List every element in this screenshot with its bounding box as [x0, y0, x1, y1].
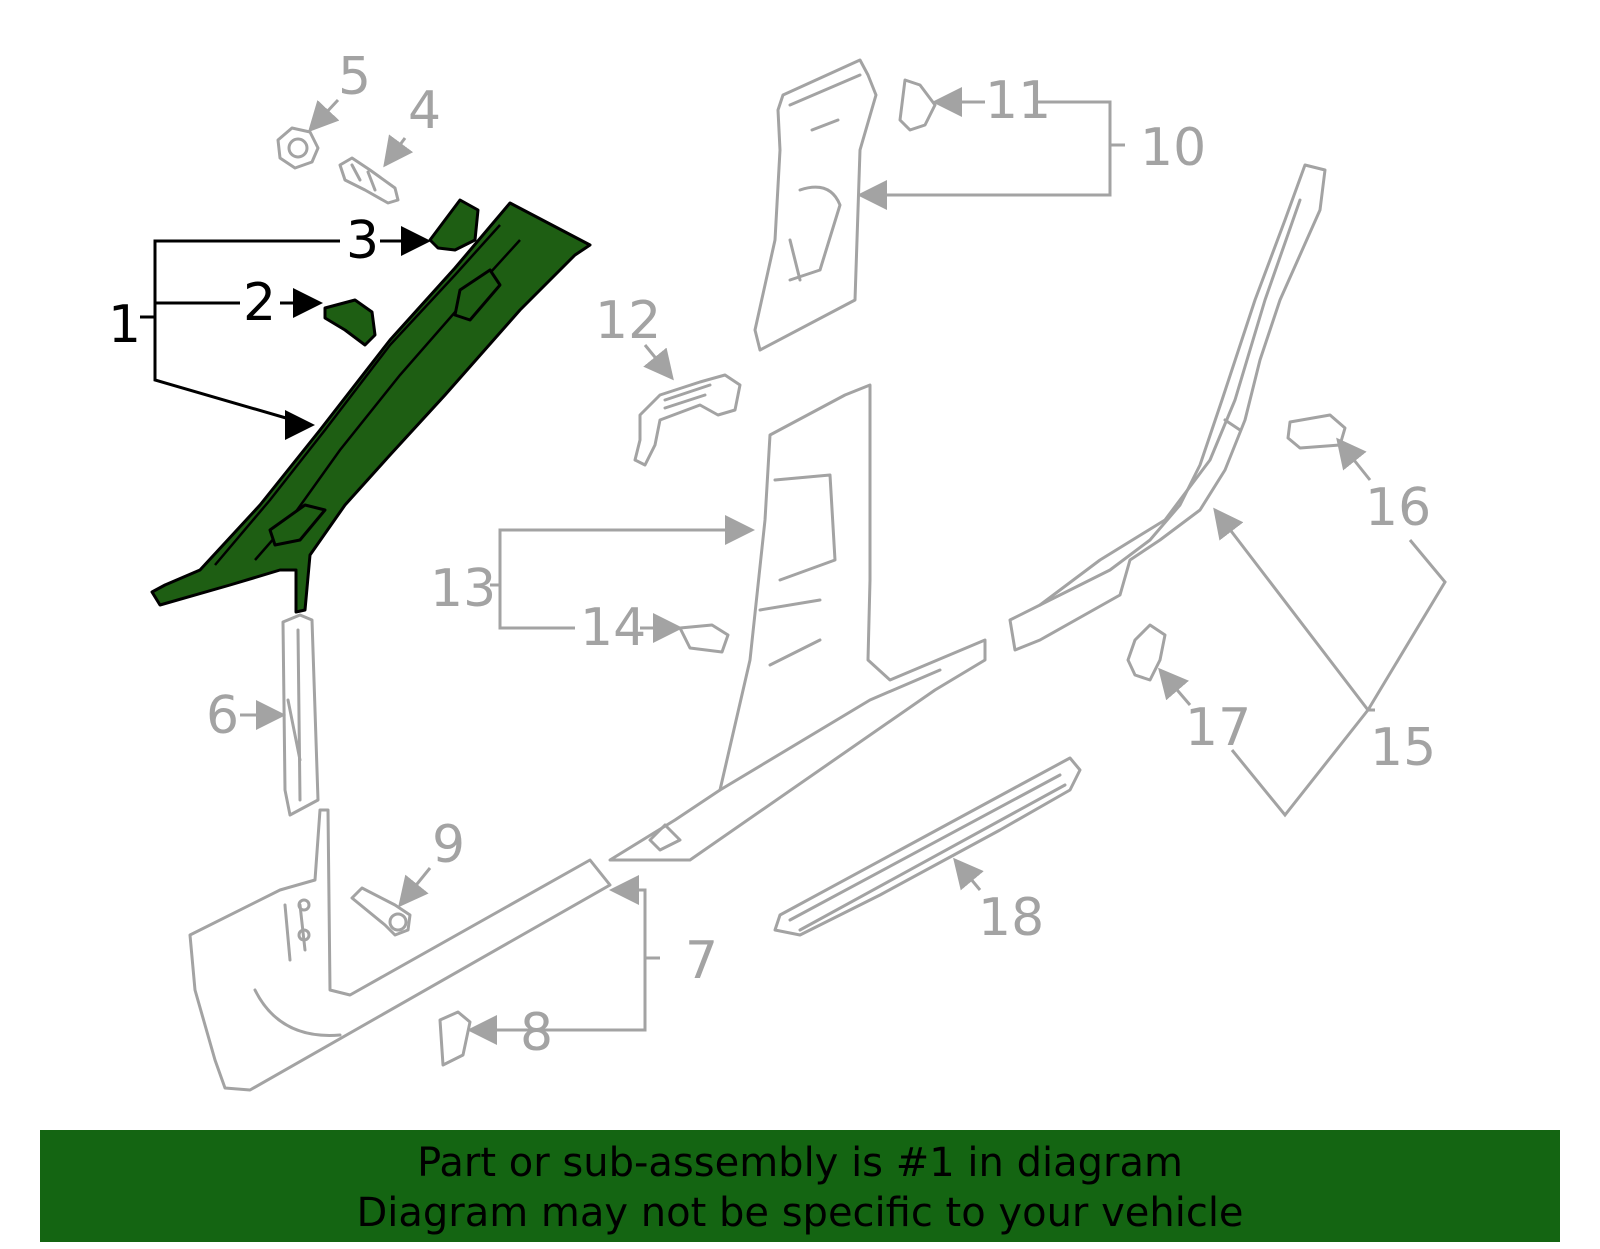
b-pillar-lower-trim-part-13[interactable] [608, 383, 987, 862]
leader-13 [490, 515, 755, 587]
banner-line-1: Part or sub-assembly is #1 in diagram [417, 1140, 1183, 1186]
callout-9: 9 [432, 815, 465, 875]
callout-12: 12 [595, 291, 661, 351]
clip-part-14[interactable] [678, 623, 730, 654]
leader-16 [1336, 437, 1372, 481]
banner-line-2: Diagram may not be specific to your vehi… [356, 1190, 1244, 1236]
clip-part-17[interactable] [1126, 623, 1167, 682]
callout-7: 7 [685, 931, 718, 991]
leader-9 [398, 867, 432, 908]
b-pillar-upper-trim-part-10[interactable] [753, 58, 878, 352]
callout-10: 10 [1140, 118, 1206, 178]
callout-14: 14 [580, 598, 646, 658]
leader-17 [1158, 667, 1192, 706]
callout-5: 5 [338, 47, 371, 107]
rocker-trim-part-15[interactable] [1008, 163, 1327, 652]
callout-13: 13 [430, 559, 496, 619]
clip-part-16[interactable] [1286, 413, 1347, 450]
callout-16: 16 [1365, 478, 1431, 538]
nut-part-5[interactable] [276, 126, 320, 170]
leader-15 [1213, 507, 1375, 712]
clip-part-11[interactable] [898, 78, 937, 132]
callout-6: 6 [206, 686, 239, 746]
bolt-part-4[interactable] [338, 156, 400, 205]
callout-4: 4 [408, 81, 441, 141]
sill-panel-part-7[interactable] [188, 808, 612, 1092]
callout-11: 11 [985, 71, 1051, 131]
screw-part-9[interactable] [350, 886, 412, 937]
bracket-part-12[interactable] [633, 373, 742, 467]
callout-15: 15 [1370, 718, 1436, 778]
leader-18 [953, 857, 984, 891]
scuff-plate-part-18[interactable] [773, 756, 1082, 937]
leader-5 [307, 98, 340, 133]
callout-3: 3 [346, 211, 379, 271]
a-pillar-trim-part-1[interactable] [150, 201, 592, 614]
leader-7 [609, 875, 660, 960]
leader-12 [643, 344, 674, 381]
clip-part-8[interactable] [438, 1010, 472, 1067]
bracket-part-3[interactable] [428, 198, 480, 252]
callout-17: 17 [1185, 698, 1251, 758]
callout-8: 8 [520, 1003, 553, 1063]
leader-10 [1035, 100, 1125, 147]
callout-18: 18 [978, 888, 1044, 948]
callout-2: 2 [243, 273, 276, 333]
leader-4 [383, 134, 414, 168]
info-banner: Part or sub-assembly is #1 in diagram Di… [40, 1130, 1560, 1242]
clip-part-2[interactable] [323, 298, 377, 347]
leader-1 [153, 239, 340, 427]
parts-diagram: 1 2 3 4 5 6 7 8 9 10 11 12 13 14 15 16 1… [108, 47, 1447, 1092]
callout-1: 1 [108, 295, 141, 355]
lower-trim-part-6[interactable] [281, 613, 320, 817]
